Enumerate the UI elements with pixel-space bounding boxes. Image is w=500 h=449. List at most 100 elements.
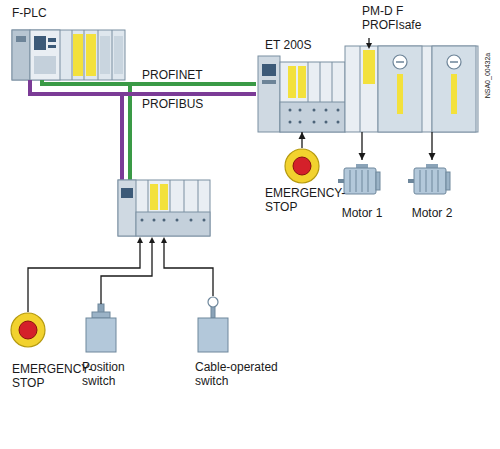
motor-symbol — [356, 164, 368, 168]
io-module — [136, 212, 210, 236]
motor-symbol — [350, 170, 351, 192]
io-module — [118, 180, 210, 236]
et200s-station — [258, 56, 280, 132]
et200s-station — [432, 46, 476, 132]
plc-device — [12, 30, 30, 80]
signal-wire — [137, 237, 143, 243]
drawing-number: NSA0_00432a — [483, 51, 492, 99]
emergency-stop: EMERGENCY-STOP — [262, 148, 354, 214]
io-module — [121, 188, 133, 198]
et200s-station — [289, 121, 292, 124]
node-label: Position switch — [82, 360, 140, 388]
motor-symbol — [426, 170, 427, 192]
io-module — [163, 219, 166, 222]
et200s-station — [313, 121, 316, 124]
plc-device — [34, 36, 46, 50]
power-arrow — [359, 132, 366, 160]
motor-symbol — [408, 179, 414, 183]
plc-device — [16, 36, 26, 42]
io-module — [153, 219, 156, 222]
emergency-stop-button — [11, 313, 45, 347]
motor-symbol — [426, 164, 438, 168]
plc-device — [30, 30, 60, 80]
emergency-stop-button — [293, 157, 311, 175]
bus-name: PROFINET — [142, 68, 203, 82]
plc-device — [114, 36, 123, 74]
et200s-station — [360, 46, 361, 132]
et200s-station — [289, 109, 292, 112]
emergency-stop-button — [11, 313, 45, 347]
et200s-station — [451, 74, 457, 114]
et200s-station — [262, 80, 276, 84]
et200s-station: ET 200S — [256, 38, 498, 132]
et200s-station — [337, 121, 340, 124]
et200s-station — [262, 64, 276, 76]
io-module — [176, 219, 179, 222]
plc-device — [84, 30, 85, 80]
signal-wire — [299, 132, 306, 148]
io-module — [141, 219, 144, 222]
plc-device — [100, 36, 110, 74]
signal-wire — [28, 237, 213, 312]
power-arrow — [429, 132, 436, 160]
node-label: Cable-operated switch — [195, 360, 287, 388]
et200s-station — [288, 66, 296, 98]
plc-device — [48, 38, 56, 42]
signal-wire — [149, 237, 155, 243]
arrow-head — [429, 153, 436, 160]
et200s-station — [325, 121, 328, 124]
motor-symbol — [438, 170, 439, 192]
emergency-stop-button — [285, 149, 319, 183]
motor-symbol — [446, 172, 450, 190]
bus-branch — [120, 94, 124, 180]
cable-operated-switch: Cable-operated switch — [192, 300, 287, 388]
et200s-station — [298, 66, 306, 98]
position-switch-symbol — [92, 312, 110, 318]
motor-symbol — [362, 170, 363, 192]
motor-symbol — [356, 170, 357, 192]
motor-symbol — [432, 170, 433, 192]
plc-device — [72, 30, 73, 80]
io-module — [203, 219, 206, 222]
leader-arrow — [366, 38, 372, 49]
cable-switch-symbol — [211, 306, 215, 318]
signal-wire — [164, 242, 213, 296]
emergency-stop-button — [19, 321, 37, 339]
position-switch-symbol — [86, 318, 116, 352]
et200s-station — [313, 109, 316, 112]
plc-device — [34, 56, 56, 74]
et200s-station — [325, 109, 328, 112]
et200s-station — [447, 55, 461, 69]
io-module — [118, 180, 210, 236]
node-label: EMERGENCY-STOP — [265, 186, 354, 214]
motor-symbol — [376, 172, 380, 190]
emergency-stop-button — [285, 149, 319, 183]
et200s-station — [299, 121, 302, 124]
position-switch: Position switch — [80, 300, 140, 388]
io-module — [160, 184, 168, 210]
et200s-station — [397, 74, 403, 114]
plc-device — [86, 34, 96, 76]
arrow-head — [299, 132, 306, 139]
plc-device — [48, 45, 56, 48]
et200s-station — [450, 61, 458, 63]
motor-symbol — [344, 168, 376, 194]
signal-wire — [101, 242, 152, 304]
et200s-station — [363, 50, 375, 84]
cable-switch-symbol — [198, 297, 228, 352]
arrow-head — [359, 153, 366, 160]
plc-device — [112, 30, 113, 80]
et200s-station — [258, 46, 478, 132]
bus-branch — [122, 84, 130, 180]
motor: Motor 2 — [408, 160, 456, 220]
et200s-station — [337, 109, 340, 112]
io-module — [118, 180, 136, 236]
node-label: Motor 1 — [338, 206, 386, 220]
et200s-station — [345, 46, 478, 132]
et200s-station — [280, 62, 345, 132]
plc-device: F-PLC — [10, 4, 128, 80]
motor-symbol — [338, 179, 344, 183]
bus-branch — [128, 84, 132, 180]
motor-symbol — [408, 164, 450, 194]
